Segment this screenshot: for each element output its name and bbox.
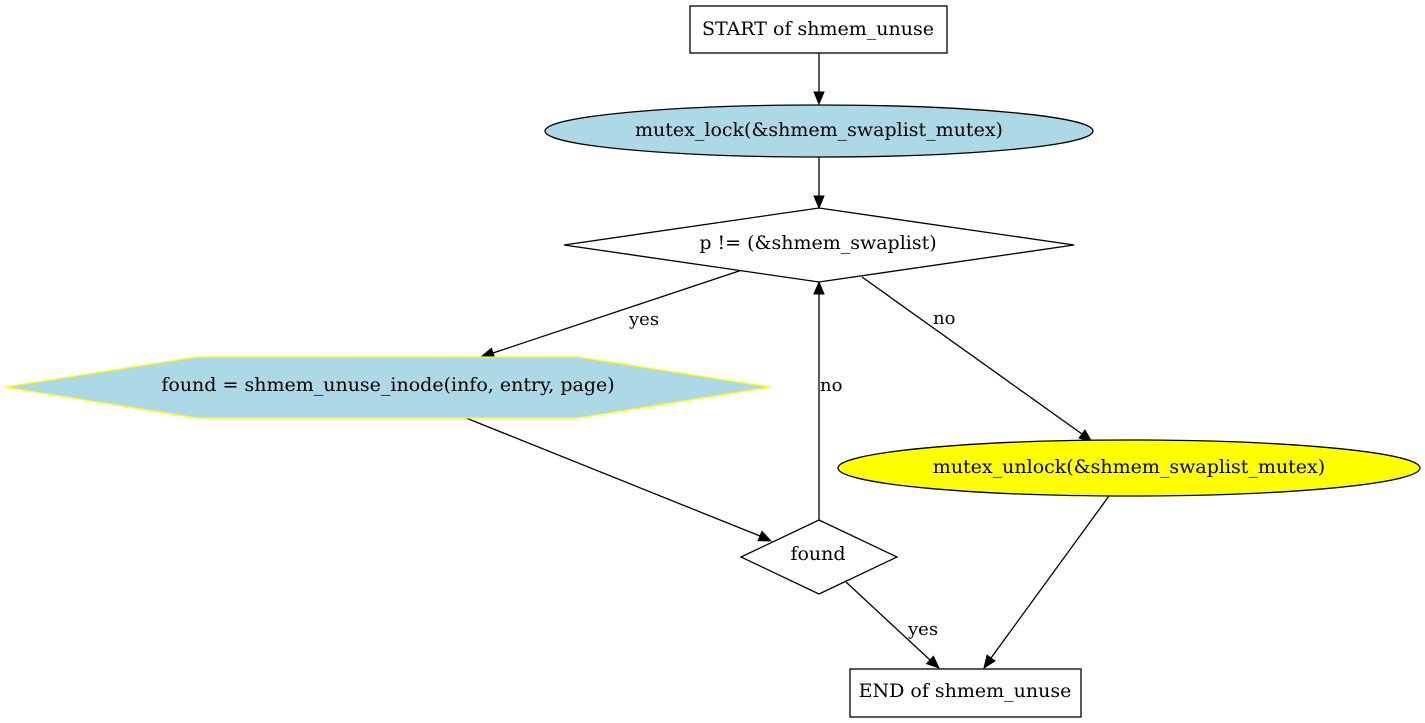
edge-found-cond-to-end: yes <box>845 581 940 669</box>
node-start-label: START of shmem_unuse <box>702 18 934 40</box>
node-call-label: found = shmem_unuse_inode(info, entry, p… <box>161 374 614 396</box>
edge-label-no-found: no <box>820 375 842 396</box>
edge-label-yes-found: yes <box>907 619 938 640</box>
edge-found-cond-to-loop-cond: no <box>813 280 842 521</box>
edge-call-to-found-cond <box>465 417 773 542</box>
node-mutex-lock-label: mutex_lock(&shmem_swaplist_mutex) <box>635 119 1003 141</box>
edge-label-no-exit: no <box>933 308 955 329</box>
node-shmem-unuse-inode-call: found = shmem_unuse_inode(info, entry, p… <box>4 356 771 419</box>
node-end-label: END of shmem_unuse <box>859 680 1072 702</box>
edge-start-to-lock <box>813 53 825 106</box>
node-loop-condition-label: p != (&shmem_swaplist) <box>699 232 936 254</box>
node-found-condition-label: found <box>790 543 845 565</box>
node-found-condition: found <box>739 519 899 595</box>
node-end: END of shmem_unuse <box>849 668 1082 718</box>
node-start: START of shmem_unuse <box>689 5 948 54</box>
edge-lock-to-loop-cond <box>813 157 825 210</box>
edge-loop-cond-to-call: yes <box>479 269 743 359</box>
node-loop-condition: p != (&shmem_swaplist) <box>563 207 1075 283</box>
edge-loop-cond-to-unlock: no <box>861 276 1094 443</box>
node-mutex-unlock: mutex_unlock(&shmem_swaplist_mutex) <box>837 439 1421 497</box>
node-mutex-lock: mutex_lock(&shmem_swaplist_mutex) <box>544 104 1094 158</box>
edge-unlock-to-end <box>983 495 1110 670</box>
node-mutex-unlock-label: mutex_unlock(&shmem_swaplist_mutex) <box>933 456 1325 478</box>
edge-label-yes-loop: yes <box>628 309 659 330</box>
